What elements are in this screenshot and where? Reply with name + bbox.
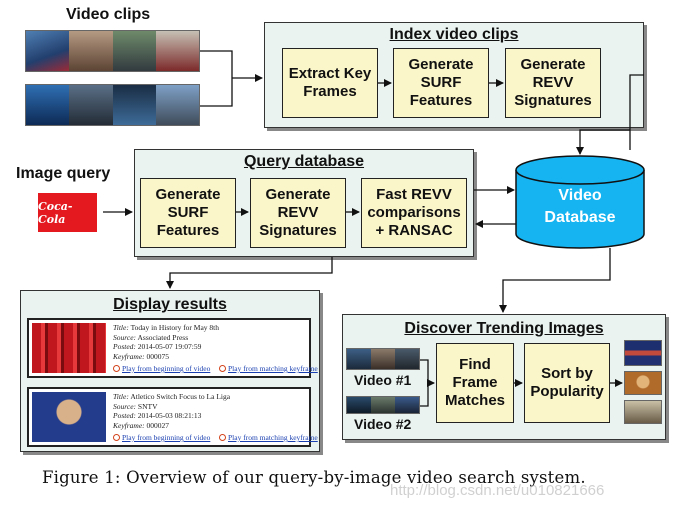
trending-image-1 <box>624 340 662 366</box>
result-1-keyframe-key: Keyframe: <box>113 351 145 361</box>
result-card-2[interactable]: Title: Atletico Switch Focus to La Liga … <box>27 387 318 447</box>
generate-revv-signatures-box-index: Generate REVV Signatures <box>505 48 601 118</box>
video-clip-thumbnail-1 <box>25 30 200 72</box>
result-2-posted: 2014-05-03 08:21:13 <box>137 411 202 420</box>
extract-key-frames-box: Extract Key Frames <box>282 48 378 118</box>
play-from-beginning-link-1[interactable]: Play from beginning of video <box>122 364 211 373</box>
video-clip-thumbnail-2 <box>25 84 200 126</box>
result-2-posted-key: Posted: <box>113 411 136 420</box>
result-meta-1: Title: Today in History for May 8th Sour… <box>113 323 219 361</box>
coca-cola-logo: Coca-Cola <box>38 193 97 232</box>
result-meta-2: Title: Atletico Switch Focus to La Liga … <box>113 392 230 430</box>
result-1-posted: 2014-05-07 19:07:59 <box>137 342 202 351</box>
generate-surf-features-box-index: Generate SURF Features <box>393 48 489 118</box>
result-1-keyframe: 000075 <box>146 351 170 361</box>
result-thumbnail-2 <box>32 392 106 442</box>
generate-revv-signatures-box-query: Generate REVV Signatures <box>250 178 346 248</box>
play-icon <box>219 365 226 372</box>
result-2-title-key: Title: <box>113 392 129 401</box>
watermark: http://blog.csdn.net/u010821666 <box>390 482 605 499</box>
logo-text: Coca-Cola <box>38 199 73 226</box>
arrow-index-to-database <box>576 129 630 155</box>
video-database-label: Video Database <box>544 187 616 226</box>
result-1-title: Today in History for May 8th <box>130 323 220 332</box>
image-query-label: Image query <box>16 165 111 182</box>
index-panel-title: Index video clips <box>389 26 519 43</box>
result-thumbnail-1 <box>32 323 106 373</box>
arrow-database-to-trending <box>499 248 611 313</box>
video-2-label: Video #2 <box>354 416 412 432</box>
video-2-thumbnail <box>346 396 420 414</box>
arrow-query-to-display <box>166 257 333 289</box>
connector-clips <box>200 50 233 107</box>
result-1-posted-key: Posted: <box>113 342 136 351</box>
play-icon <box>219 434 226 441</box>
trending-image-3 <box>624 400 662 424</box>
result-1-source-key: Source: <box>113 332 137 342</box>
result-2-title: Atletico Switch Focus to La Liga <box>130 392 231 401</box>
play-from-keyframe-link-1[interactable]: Play from matching keyframe <box>228 364 318 373</box>
fast-revv-comparisons-box: Fast REVV comparisons + RANSAC <box>361 178 467 248</box>
video-1-thumbnail <box>346 348 420 370</box>
play-from-beginning-link-2[interactable]: Play from beginning of video <box>122 433 211 442</box>
play-icon <box>113 434 120 441</box>
generate-surf-features-box-query: Generate SURF Features <box>140 178 236 248</box>
find-frame-matches-box: Find Frame Matches <box>436 343 514 423</box>
video-clips-label: Video clips <box>66 6 151 23</box>
result-2-keyframe: 000027 <box>146 420 170 430</box>
sort-by-popularity-box: Sort by Popularity <box>524 343 610 423</box>
result-card-1[interactable]: Title: Today in History for May 8th Sour… <box>27 318 318 378</box>
play-icon <box>113 365 120 372</box>
figure-caption: Figure 1: Overview of our query-by-image… <box>42 468 586 487</box>
result-1-title-key: Title: <box>113 323 129 332</box>
result-2-source-key: Source: <box>113 401 137 411</box>
trending-panel-title: Discover Trending Images <box>404 320 604 337</box>
video-1-label: Video #1 <box>354 372 412 388</box>
play-from-keyframe-link-2[interactable]: Play from matching keyframe <box>228 433 318 442</box>
trending-image-2 <box>624 371 662 395</box>
result-1-source: Associated Press <box>137 332 189 342</box>
result-2-source: SNTV <box>137 401 158 411</box>
result-2-keyframe-key: Keyframe: <box>113 420 145 430</box>
display-panel-title: Display results <box>113 296 227 313</box>
query-panel-title: Query database <box>243 153 365 170</box>
